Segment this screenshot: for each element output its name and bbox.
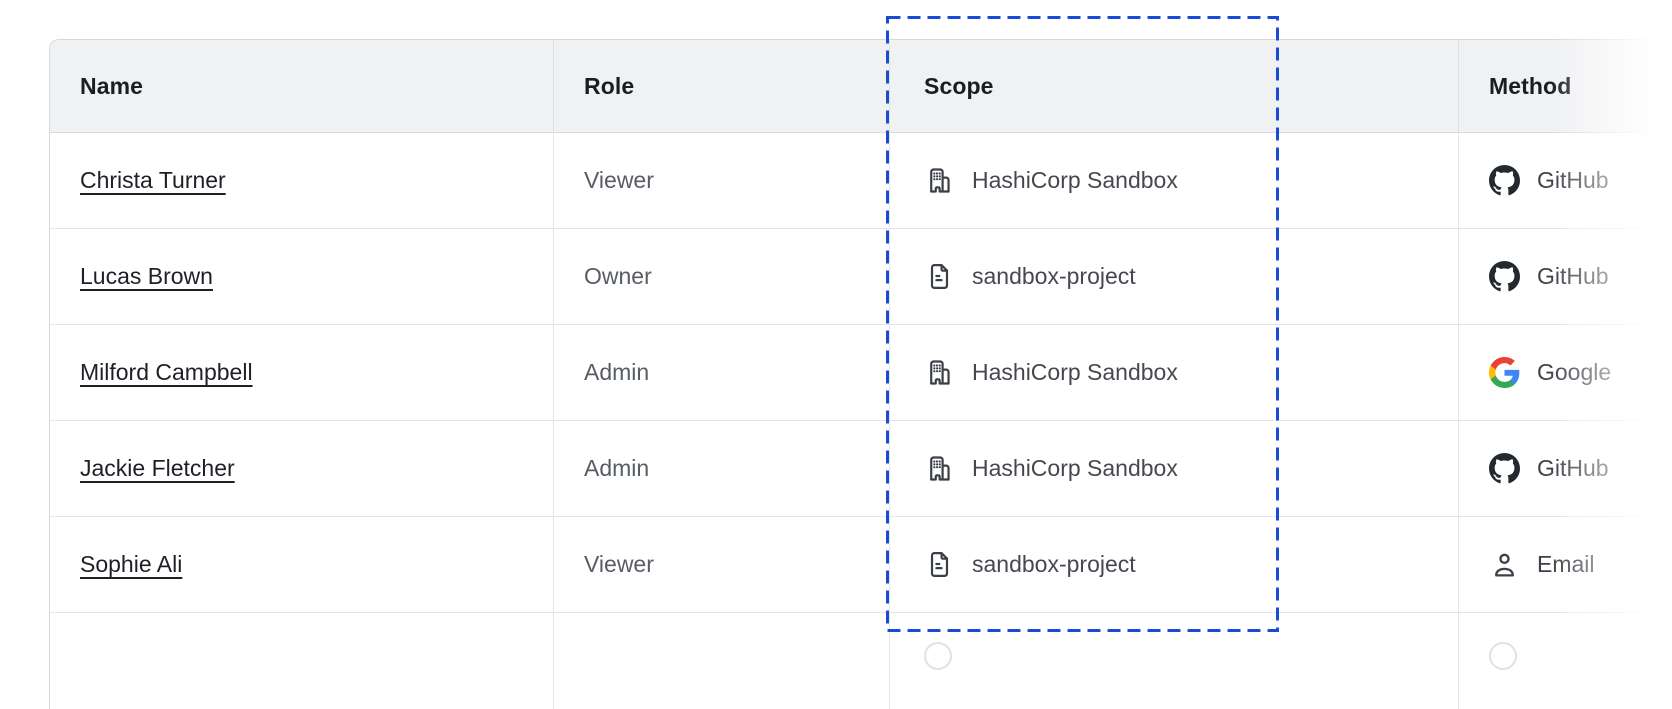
- org-building-icon: [924, 357, 955, 388]
- method-label: Google: [1537, 359, 1612, 385]
- org-building-icon: [924, 453, 955, 484]
- member-role-text: Admin: [584, 455, 650, 481]
- members-table: Name Role Scope Method Christa Turner Vi…: [49, 39, 1672, 709]
- member-role-text: Owner: [584, 263, 652, 289]
- method-label: Email: [1537, 551, 1595, 577]
- github-icon: [1489, 453, 1520, 484]
- member-name-link[interactable]: Lucas Brown: [80, 263, 213, 289]
- table-row: Sophie Ali Viewer sandbox-project Email: [50, 517, 1672, 613]
- member-role-text: Viewer: [584, 551, 654, 577]
- org-building-icon: [924, 165, 955, 196]
- scope-label: HashiCorp Sandbox: [972, 455, 1178, 481]
- github-icon: [1489, 261, 1520, 292]
- file-text-icon: [924, 549, 955, 580]
- scope-label: sandbox-project: [972, 263, 1136, 289]
- member-name-link[interactable]: Jackie Fletcher: [80, 455, 235, 481]
- scope-label: HashiCorp Sandbox: [972, 359, 1178, 385]
- member-name-link[interactable]: Sophie Ali: [80, 551, 183, 577]
- table-row-partial: [50, 613, 1672, 709]
- column-header-scope: Scope: [890, 40, 1459, 132]
- google-icon: [1489, 357, 1520, 388]
- method-label: GitHub: [1537, 263, 1609, 289]
- partial-method-icon: [1489, 642, 1517, 670]
- member-role-text: Viewer: [584, 167, 654, 193]
- table-body: Christa Turner Viewer HashiCorp Sandbox …: [50, 133, 1672, 613]
- scope-label: sandbox-project: [972, 551, 1136, 577]
- table-row: Jackie Fletcher Admin HashiCorp Sandbox …: [50, 421, 1672, 517]
- member-name-link[interactable]: Christa Turner: [80, 167, 226, 193]
- table-row: Milford Campbell Admin HashiCorp Sandbox…: [50, 325, 1672, 421]
- partial-scope-icon: [924, 642, 952, 670]
- scope-label: HashiCorp Sandbox: [972, 167, 1178, 193]
- method-label: GitHub: [1537, 455, 1609, 481]
- user-icon: [1489, 549, 1520, 580]
- table-header-row: Name Role Scope Method: [50, 40, 1672, 133]
- github-icon: [1489, 165, 1520, 196]
- file-text-icon: [924, 261, 955, 292]
- method-label: GitHub: [1537, 167, 1609, 193]
- column-header-method: Method: [1489, 72, 1572, 99]
- table-row: Christa Turner Viewer HashiCorp Sandbox …: [50, 133, 1672, 229]
- column-header-name: Name: [50, 40, 554, 132]
- table-row: Lucas Brown Owner sandbox-project GitHub: [50, 229, 1672, 325]
- member-name-link[interactable]: Milford Campbell: [80, 359, 253, 385]
- column-header-role: Role: [554, 40, 890, 132]
- member-role-text: Admin: [584, 359, 650, 385]
